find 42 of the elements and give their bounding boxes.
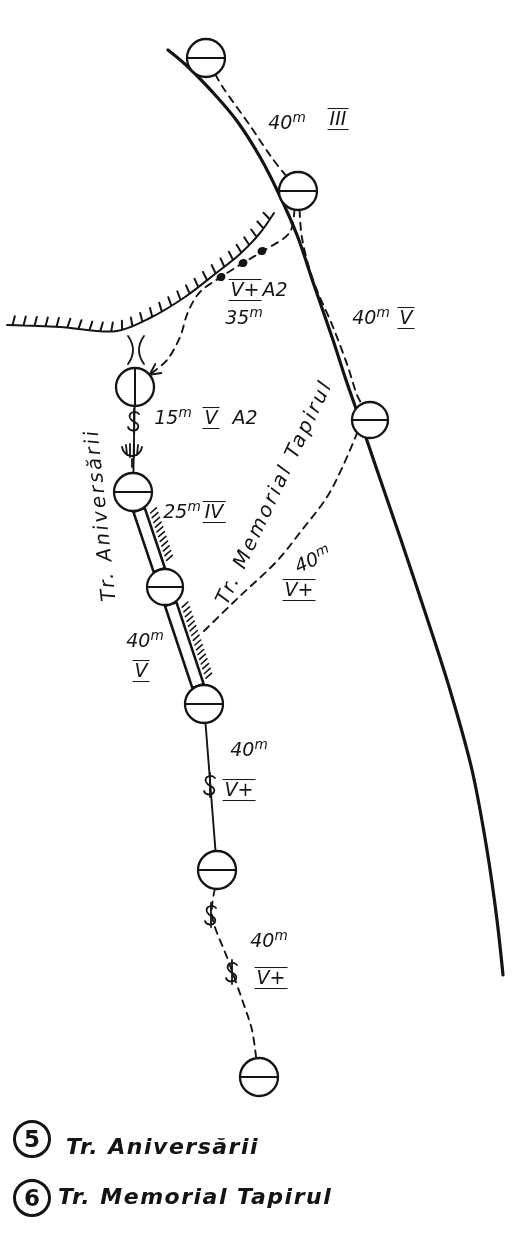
route-number: 5 bbox=[24, 1127, 40, 1151]
pitch-length: 40$^{m}$ bbox=[352, 308, 390, 328]
pitch-length: 25$^{m}$ bbox=[163, 502, 201, 522]
route-name: Tr. Aniversării bbox=[80, 427, 120, 603]
route-line bbox=[214, 73, 288, 178]
route-line bbox=[132, 405, 136, 474]
difficulty-grade: III bbox=[327, 108, 349, 130]
belay-station bbox=[185, 37, 227, 79]
aid-grade: A2 bbox=[262, 280, 288, 300]
difficulty-grade: IV bbox=[202, 501, 226, 523]
number-circle bbox=[13, 1179, 51, 1217]
belay-station bbox=[196, 849, 238, 891]
difficulty-grade: V+ bbox=[222, 779, 256, 801]
band-route-line bbox=[132, 506, 167, 574]
route-name: Tr. Memorial Tapirul bbox=[58, 1184, 333, 1210]
pitch-length: 40$^{m}$ bbox=[268, 113, 306, 133]
belay-station bbox=[277, 170, 319, 212]
difficulty-grade: V bbox=[397, 307, 415, 329]
number-circle bbox=[13, 1120, 51, 1158]
band-route-line bbox=[163, 600, 205, 690]
belay-station bbox=[145, 567, 185, 607]
route-line bbox=[204, 722, 217, 852]
difficulty-grade: V bbox=[132, 660, 150, 682]
pitch-length: 40$^{m}$ bbox=[230, 740, 268, 760]
aid-grade: A2 bbox=[232, 408, 258, 428]
difficulty-grade: V+ bbox=[254, 967, 288, 989]
difficulty-grade: V bbox=[202, 407, 220, 429]
pitch-length: 40$^{m}$ bbox=[126, 631, 164, 651]
pitch-length: 15$^{m}$ bbox=[154, 408, 192, 428]
belay-station bbox=[238, 1056, 280, 1098]
difficulty-grade: V+ bbox=[282, 579, 316, 601]
belay-station bbox=[112, 471, 154, 513]
route-number: 6 bbox=[24, 1186, 40, 1210]
belay-station bbox=[350, 400, 390, 440]
pitch-length: 35$^{m}$ bbox=[225, 308, 263, 328]
difficulty-grade: V+ bbox=[228, 279, 262, 301]
pitch-length: 40$^{m}$ bbox=[250, 931, 288, 951]
route-line bbox=[203, 431, 359, 632]
route-name: Tr. Aniversării bbox=[66, 1134, 260, 1160]
belay-station bbox=[183, 683, 225, 725]
route-line bbox=[298, 209, 363, 405]
belay-station bbox=[114, 366, 156, 408]
